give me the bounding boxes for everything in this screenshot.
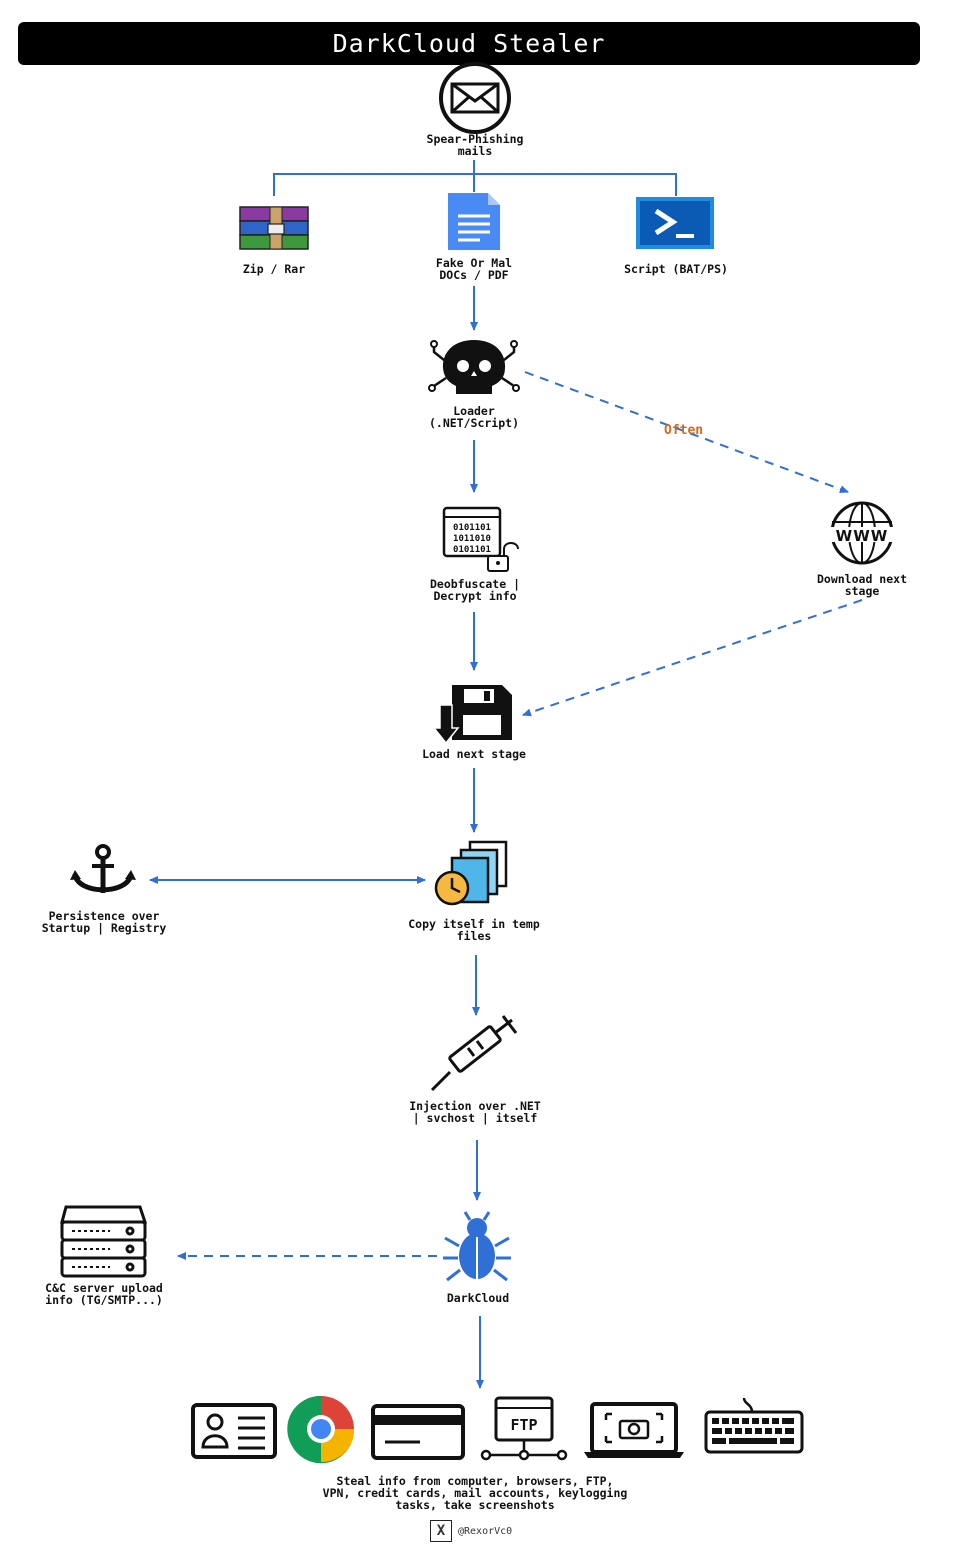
label-copy-itself: Copy itself in temp files	[408, 917, 540, 943]
winrar-icon	[239, 206, 309, 250]
envelope-icon	[439, 62, 511, 134]
ftp-icon: FTP	[480, 1396, 568, 1461]
label-load-next: Load next stage	[422, 747, 526, 761]
server-icon	[60, 1205, 148, 1278]
skull-circuit-icon	[428, 340, 520, 394]
chrome-icon	[287, 1395, 355, 1464]
label-steal-info: Steal info from computer, browsers, FTP,…	[322, 1474, 628, 1512]
label-fake-docs: Fake Or Mal DOCs / PDF	[435, 256, 513, 282]
credit-handle: @RexorVc0	[458, 1525, 513, 1537]
label-deobfuscate: Deobfuscate | Decrypt info	[429, 577, 520, 603]
binary-line-1: 0101101	[453, 523, 491, 533]
label-script: Script (BAT/PS)	[624, 262, 728, 276]
label-zip-rar: Zip / Rar	[242, 262, 306, 276]
binary-line-3: 0101101	[453, 545, 491, 555]
binary-line-2: 1011010	[453, 534, 491, 544]
label-cnc: C&C server upload info (TG/SMTP...)	[45, 1281, 163, 1307]
powershell-icon	[636, 197, 714, 249]
label-darkcloud: DarkCloud	[446, 1291, 510, 1305]
label-loader: Loader (.NET/Script)	[428, 404, 519, 430]
svg-text:WWW: WWW	[836, 527, 889, 545]
binary-lock-icon: 0101101 1011010 0101101	[442, 506, 519, 572]
syringe-icon	[430, 1015, 518, 1092]
edge-download-load	[522, 599, 863, 717]
anchor-icon	[70, 844, 136, 893]
keyboard-icon	[704, 1397, 804, 1454]
copy-clock-icon	[434, 840, 508, 906]
id-card-icon	[191, 1403, 277, 1459]
screenshot-icon	[584, 1402, 684, 1458]
floppy-download-icon	[432, 685, 512, 745]
edge-label-often: Often	[664, 423, 704, 438]
document-icon	[448, 193, 500, 250]
www-globe-icon: WWW	[826, 501, 898, 565]
connectors	[149, 160, 863, 1389]
label-spear-phishing: Spear-Phishing mails	[426, 132, 524, 158]
ftp-label: FTP	[510, 1416, 537, 1434]
bug-icon	[443, 1211, 511, 1282]
author-credit: X @RexorVc0	[430, 1520, 512, 1542]
title-bar: DarkCloud Stealer	[18, 22, 920, 65]
x-logo-icon: X	[430, 1520, 452, 1542]
credit-card-icon	[371, 1404, 465, 1460]
diagram-title: DarkCloud Stealer	[332, 29, 606, 58]
label-injection: Injection over .NET | svchost | itself	[409, 1099, 541, 1125]
label-download-next: Download next stage	[816, 572, 907, 598]
label-persistence: Persistence over Startup | Registry	[41, 909, 167, 935]
